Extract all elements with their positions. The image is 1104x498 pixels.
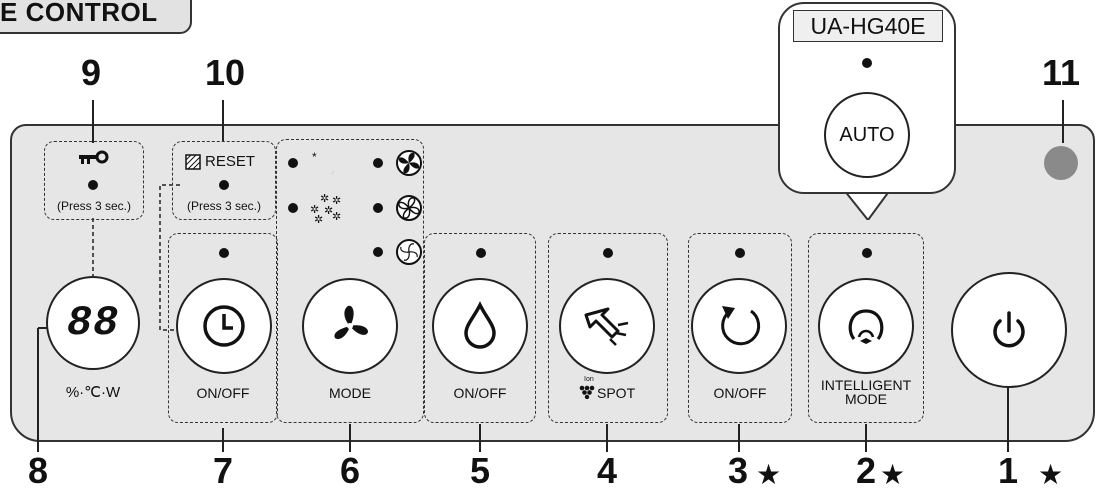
svg-text:✲: ✲ [314,214,323,223]
child-lock-hint: (Press 3 sec.) [56,199,131,213]
water-drop-icon [464,301,496,349]
callout-number-11: 11 [1041,52,1081,93]
spot-arrow-icon [584,307,629,346]
fan-low-led [373,247,383,257]
fan-high-icon [396,150,422,176]
pollen-mode-led [288,203,298,213]
filter-reset-icon [185,154,201,170]
display-units-label: %·℃·W [65,384,121,401]
humidify-led [476,248,486,258]
spot-group [548,233,668,423]
auto-indicator-led [862,58,872,68]
sleep-mode-led [288,158,298,168]
mode-button[interactable] [302,278,398,374]
timer-button[interactable] [176,278,272,374]
svg-text:✲: ✲ [332,211,341,223]
reset-label: RESET [205,153,256,170]
spot-button[interactable] [559,278,655,374]
callout-number-3: 3 [727,450,749,491]
svg-text:*: * [312,150,317,164]
timer-group [168,233,278,423]
callout-number-8: 8 [27,450,49,491]
mode-label: MODE [329,385,371,401]
callout-number-10: 10 [204,52,246,93]
intelligent-mode-button[interactable] [818,278,914,374]
display-button[interactable]: 88 [46,276,140,370]
humidify-onoff-label: ON/OFF [453,385,507,401]
title-tab [0,0,192,34]
star-1-icon: ★ [1038,459,1064,490]
timer-onoff-label: ON/OFF [196,385,250,401]
louver-onoff-label: ON/OFF [713,385,767,401]
callout-number-6: 6 [339,450,361,491]
auto-button-label: AUTO [839,123,895,146]
star-2-icon: ★ [880,459,906,490]
callout-number-9: 9 [80,52,102,93]
moon-star-icon: * [312,150,339,175]
person-icon [848,309,884,344]
fan-mid-led [373,203,383,213]
intelligent-led [862,248,872,258]
auto-button[interactable]: AUTO [824,92,910,178]
fan-low-icon [396,239,422,265]
power-icon [993,311,1025,348]
status-lamp [1044,146,1078,180]
star-3-icon: ★ [756,459,782,490]
callout-number-4: 4 [596,450,618,491]
callout-number-5: 5 [469,450,491,491]
svg-text:✲: ✲ [332,195,341,207]
intelligent-group [808,233,924,423]
louver-button[interactable] [691,278,787,374]
spot-label: SPOT [597,385,636,401]
reset-hint: (Press 3 sec.) [186,199,261,213]
reset-led [219,180,229,190]
ion-label: Ion [584,376,594,383]
timer-led [219,248,229,258]
louver-led [735,248,745,258]
callout-number-1: 1 [997,450,1019,491]
humidify-button[interactable] [432,278,528,374]
svg-text:✲: ✲ [310,204,319,216]
callout-number-7: 7 [212,450,234,491]
clock-icon [203,305,245,347]
intelligent-mode-label: INTELLIGENT MODE [808,378,924,406]
callout-number-2: 2 [855,450,877,491]
svg-text:✲: ✲ [324,205,333,217]
key-icon [79,150,109,164]
fan-mode-icon [334,305,368,340]
rotate-icon [721,306,761,346]
fan-high-led [373,158,383,168]
intelligent-label-line1: INTELLIGENT [820,377,912,393]
spot-led [603,248,613,258]
ion-cluster-icon [579,385,595,399]
power-button[interactable] [951,272,1067,388]
pollen-icon: ✲✲ ✲✲ ✲✲ [310,193,341,223]
model-name: UA-HG40E [793,10,943,42]
reset-group [172,141,276,220]
page-title: E CONTROL [0,0,158,27]
child-lock-led [88,180,98,190]
mode-group [276,139,424,423]
humidify-group [424,233,536,423]
intelligent-label-line2: MODE [845,391,887,407]
svg-text:✲: ✲ [320,193,329,205]
fan-mid-icon [396,195,422,221]
child-lock-group [44,141,144,220]
louver-group [688,233,792,423]
digital-display-icon: 88 [66,299,120,347]
